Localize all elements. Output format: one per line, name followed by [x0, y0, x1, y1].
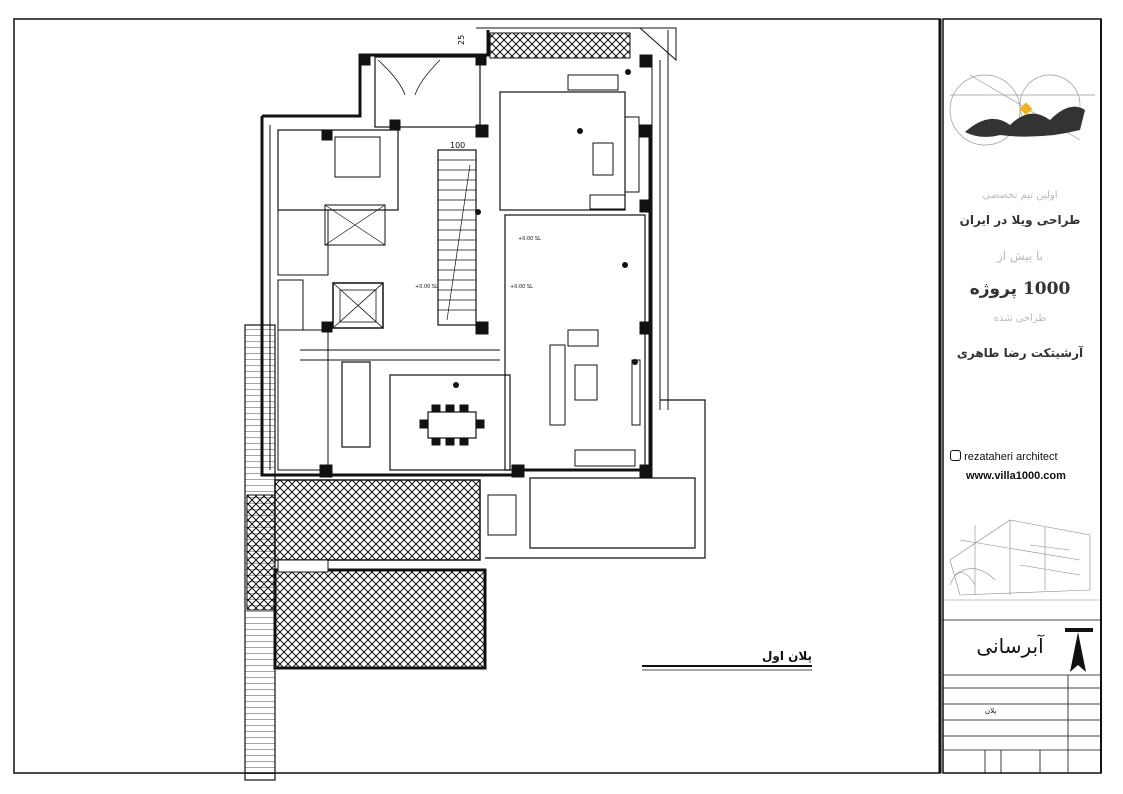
living-room	[504, 214, 646, 471]
instagram-handle[interactable]: rezataheri architect	[950, 450, 1100, 463]
level-marker-3: +0.00 SL	[415, 284, 438, 290]
entry-room	[374, 56, 481, 128]
elevator	[332, 282, 384, 329]
level-marker-1: +0.00 SL	[518, 236, 541, 242]
dim-stair: 100	[450, 141, 465, 150]
dim-top: 25	[457, 35, 466, 45]
yard-hatch-lower	[273, 568, 487, 670]
project-count: 1000 پروژه	[945, 279, 1095, 299]
website-link[interactable]: www.villa1000.com	[966, 470, 1066, 482]
yard-hatch-upper	[274, 479, 481, 561]
villa-sketch	[945, 519, 1100, 601]
left-hatch-strip	[246, 494, 276, 611]
tagline-4: طراحی شده	[993, 313, 1047, 324]
top-hatch	[489, 32, 631, 59]
outer-wall	[260, 30, 652, 477]
count-unit: پروژه	[969, 279, 1018, 299]
dining-room	[389, 374, 511, 471]
project-name: آبرسانی	[976, 634, 1044, 658]
instagram-text: rezataheri architect	[964, 451, 1058, 463]
tagline-3: با بیش از	[996, 249, 1043, 263]
kitchen	[277, 329, 329, 471]
title-block-text: اولین تیم تخصصی طراحی ویلا در ایران با ب…	[945, 190, 1095, 450]
architect-name: آرشیتکت رضا طاهری	[956, 346, 1084, 360]
title-table	[943, 619, 1101, 773]
level-marker-2: +0.00 SL	[510, 284, 533, 290]
plan-title: پلان اول	[762, 649, 812, 664]
bedroom	[277, 129, 399, 211]
tagline-2: طراحی ویلا در ایران	[959, 213, 1081, 227]
table-row-value: پلان	[985, 707, 997, 715]
north-arrow-icon	[1070, 632, 1086, 672]
staircase	[437, 149, 477, 326]
right-terrace	[485, 399, 706, 559]
floor-plan	[244, 27, 812, 781]
instagram-icon	[950, 450, 961, 461]
upper-right-room	[499, 91, 626, 211]
tagline-1: اولین تیم تخصصی	[982, 190, 1058, 201]
logo-mark	[965, 106, 1085, 137]
title-block	[943, 74, 1101, 773]
count-number: 1000	[1022, 279, 1071, 299]
